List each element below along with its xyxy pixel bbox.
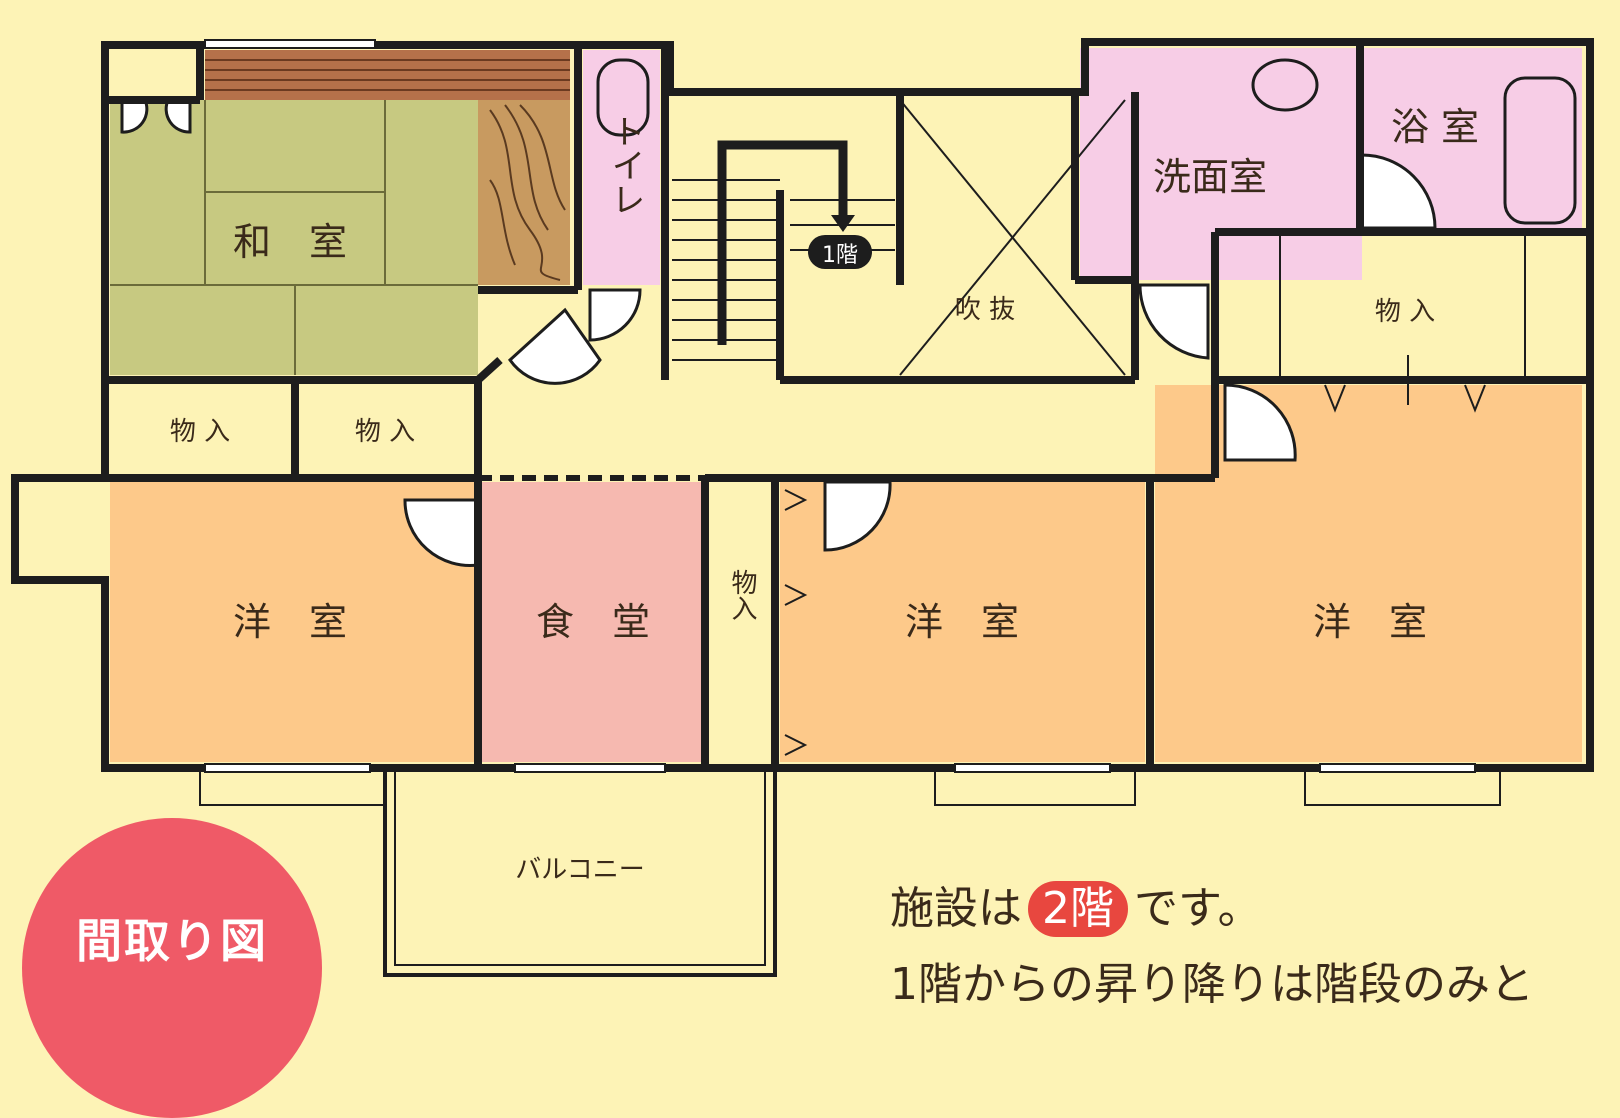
- engawa-wood: [205, 50, 570, 100]
- label-toilet: トイレ: [605, 114, 645, 216]
- youshitsu-right-area: [1155, 385, 1582, 762]
- label-senmen: 洗面室: [1153, 155, 1267, 199]
- label-shokudou: 食 堂: [536, 600, 650, 644]
- label-washitsu: 和 室: [233, 220, 347, 264]
- label-storage-right: 物 入: [1375, 297, 1435, 327]
- wood-grain: [489, 104, 566, 281]
- sink: [1251, 58, 1319, 112]
- label-storage-left1: 物 入: [170, 417, 230, 447]
- label-youshitsu-right: 洋 室: [1313, 600, 1427, 644]
- floor-pill: 2階: [1028, 881, 1128, 937]
- tokonoma-wood: [478, 100, 570, 285]
- label-storage-left2: 物 入: [355, 417, 415, 447]
- senmen-area: [1080, 48, 1362, 280]
- bathtub: [1503, 76, 1577, 225]
- label-fukinuke: 吹 抜: [955, 295, 1015, 325]
- access-note: 1階からの昇り降りは階段のみと: [890, 959, 1534, 1010]
- label-storage-vertical: 物入: [727, 569, 757, 621]
- label-youshitsu-mid: 洋 室: [905, 600, 1019, 644]
- label-yokushitsu: 浴 室: [1391, 105, 1479, 149]
- stair-badge-bg: [808, 235, 872, 269]
- note-prefix: 施設は: [890, 883, 1022, 934]
- interior-walls: [105, 42, 1590, 768]
- stair-arrow-head: [831, 215, 855, 232]
- tatami-lines: [110, 100, 478, 375]
- engawa-stripes: [205, 59, 570, 91]
- balcony-rail: [383, 768, 777, 977]
- floor-plan: 和 室 トイレ 1階 吹 抜 洗面室 浴 室 物 入 物 入 物 入 物入 洋 …: [11, 38, 1594, 977]
- note-suffix: です。: [1134, 883, 1262, 934]
- floor-plan-badge-label: 間取り図: [76, 914, 268, 968]
- closet-lines: [784, 232, 1526, 756]
- label-balcony: バルコニー: [515, 855, 644, 885]
- exterior-wall: [11, 38, 1594, 772]
- label-youshitsu-left: 洋 室: [233, 600, 347, 644]
- toilet-fixture: [596, 58, 650, 137]
- stair-arrow-line: [717, 140, 848, 345]
- shokudou-area: [478, 482, 703, 762]
- label-stairs-badge: 1階: [822, 243, 858, 268]
- fukinuke-cross: [899, 99, 1126, 376]
- windows: [204, 39, 1476, 773]
